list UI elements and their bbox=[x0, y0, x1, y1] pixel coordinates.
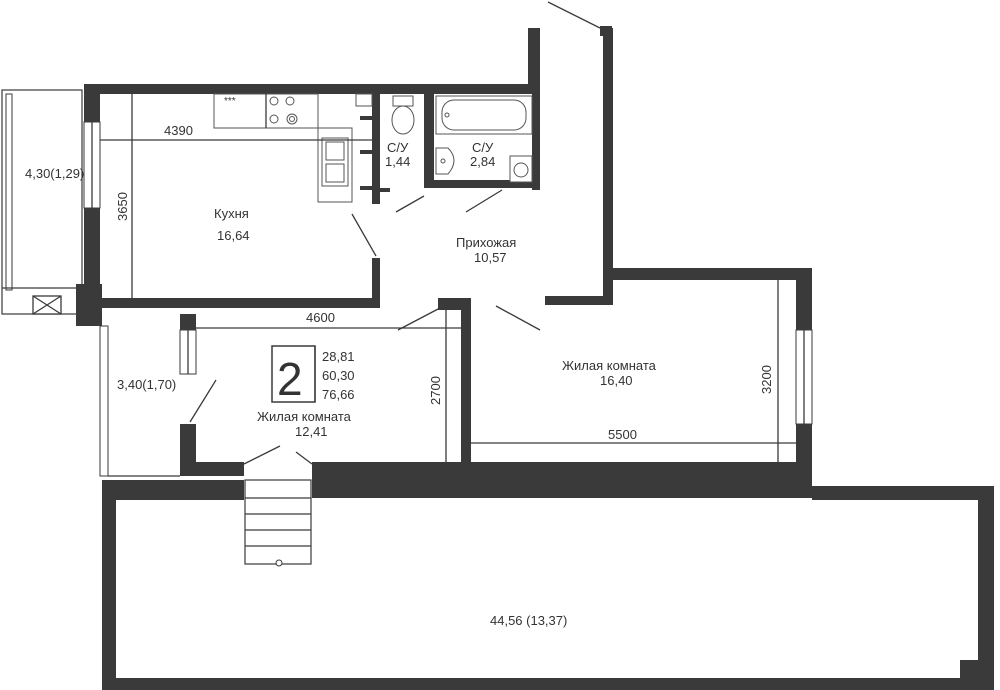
living-big-area: 16,40 bbox=[600, 373, 633, 388]
area-living: 28,81 bbox=[322, 349, 355, 364]
dim-small-room-width: 4600 bbox=[306, 310, 335, 325]
kitchen-name: Кухня bbox=[214, 206, 249, 221]
shelf-icon bbox=[355, 93, 390, 192]
washbasin-icon bbox=[435, 147, 455, 175]
kitchen-furniture: *** bbox=[213, 93, 353, 203]
living-small-name: Жилая комната bbox=[257, 409, 352, 424]
balcony-vent-icon bbox=[32, 295, 62, 315]
living-big-name: Жилая комната bbox=[562, 358, 657, 373]
balcony-bottom-area: 3,40(1,70) bbox=[117, 377, 176, 392]
washing-machine-icon bbox=[509, 155, 533, 183]
dim-big-room-width: 5500 bbox=[608, 427, 637, 442]
walls bbox=[76, 26, 994, 690]
area-with-terrace: 76,66 bbox=[322, 387, 355, 402]
balcony-top: 4,30(1,29) bbox=[1, 89, 84, 315]
area-total: 60,30 bbox=[322, 368, 355, 383]
dimension-lines bbox=[100, 94, 796, 462]
dim-kitchen-width: 4390 bbox=[164, 123, 193, 138]
balcony-bottom: 3,40(1,70) bbox=[99, 325, 180, 477]
dim-small-room-height: 2700 bbox=[428, 376, 443, 405]
hall-area: 10,57 bbox=[474, 250, 507, 265]
door-swings bbox=[189, 1, 601, 465]
stairs bbox=[244, 479, 312, 567]
terrace-area: 44,56 (13,37) bbox=[490, 613, 567, 628]
balcony-top-area: 4,30(1,29) bbox=[25, 166, 84, 181]
living-small-area: 12,41 bbox=[295, 424, 328, 439]
bathtub-icon bbox=[435, 95, 533, 135]
window-big-room bbox=[795, 329, 813, 425]
bath2-name: С/У bbox=[472, 140, 494, 155]
apartment-badge: 2 28,81 60,30 76,66 bbox=[271, 345, 355, 405]
svg-text:***: *** bbox=[224, 96, 236, 107]
dim-kitchen-height: 3650 bbox=[115, 192, 130, 221]
window-kitchen bbox=[83, 121, 101, 209]
kitchen-sink-icon bbox=[321, 137, 349, 187]
bath1-name: С/У bbox=[387, 140, 409, 155]
hall-name: Прихожая bbox=[456, 235, 516, 250]
dim-big-room-height: 3200 bbox=[759, 365, 774, 394]
kitchen-area: 16,64 bbox=[217, 228, 250, 243]
bath1-area: 1,44 bbox=[385, 154, 410, 169]
rooms-count: 2 bbox=[277, 353, 303, 405]
stove-icon bbox=[269, 96, 298, 125]
bath2-area: 2,84 bbox=[470, 154, 495, 169]
toilet-icon bbox=[391, 95, 415, 135]
window-small-room bbox=[179, 329, 197, 375]
